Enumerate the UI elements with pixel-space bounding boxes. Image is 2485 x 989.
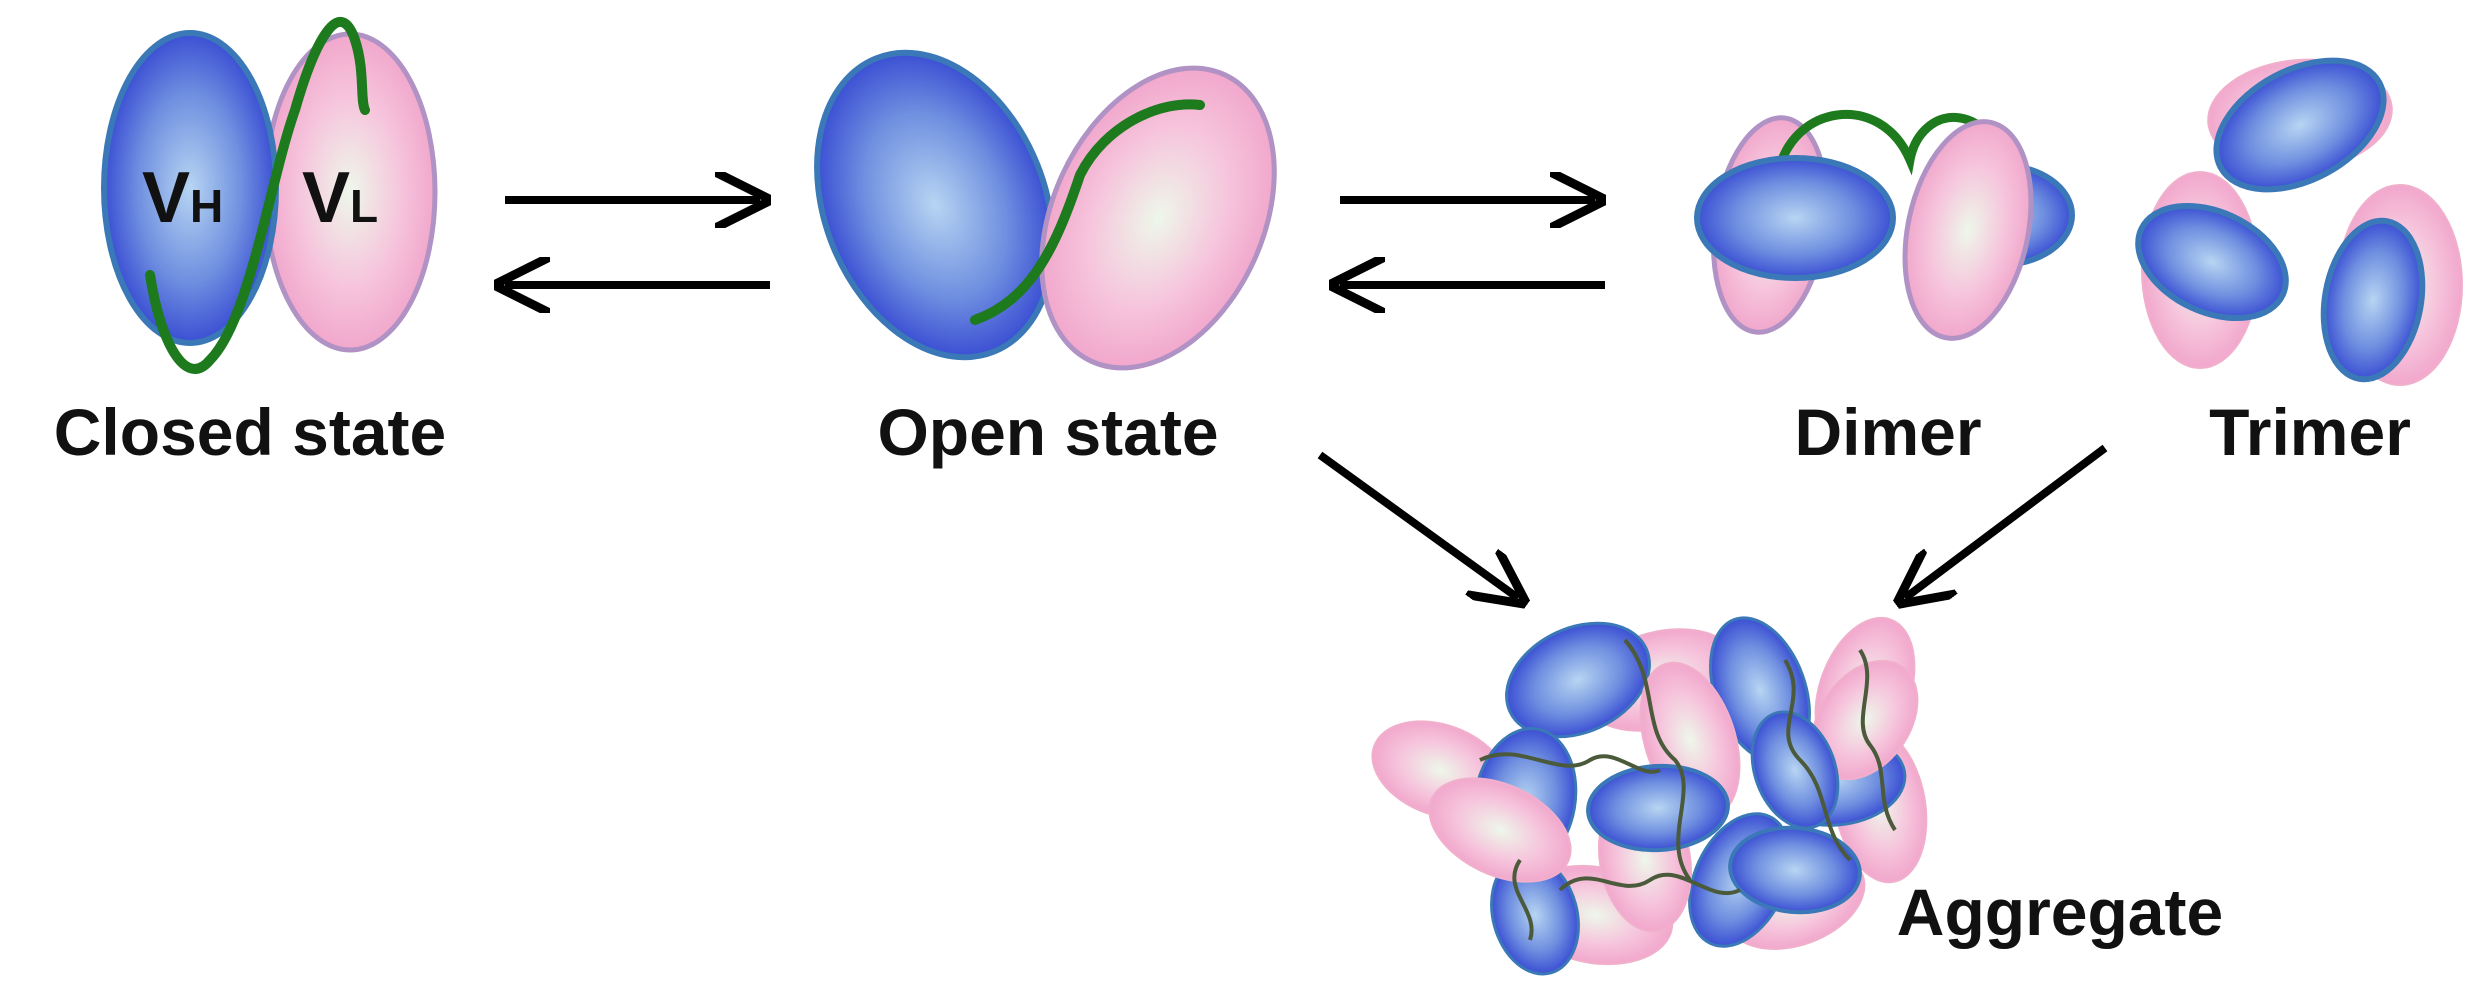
linker-chain (1623, 638, 1692, 882)
trimer-to-aggregate-arrow (1905, 444, 2108, 598)
dimer-label: Dimer (1794, 395, 1981, 469)
closed-state-label: Closed state (54, 395, 446, 469)
linker-chain (970, 99, 1205, 325)
equilibrium-arrows-1 (505, 200, 770, 285)
vl-domain (1902, 119, 2034, 341)
linker-chain (1479, 752, 1661, 774)
dimer-complex (1694, 109, 2075, 341)
vh-domain (2213, 57, 2387, 193)
vl-label: VL (302, 158, 378, 238)
vh-domain (1586, 763, 1730, 853)
linker-chain (1858, 648, 1897, 832)
vh-domain (1750, 710, 1840, 830)
linker-chain (1783, 658, 1852, 862)
trimer-label: Trimer (2209, 395, 2411, 469)
trimer-complex (2135, 57, 2463, 386)
closed-state-complex: VH VL (101, 17, 438, 374)
vh-domain (1694, 155, 1896, 281)
vh-domain (2135, 202, 2289, 322)
vh-domain (814, 49, 1056, 361)
open-to-aggregate-arrow (1317, 451, 1518, 598)
vl-domain (1428, 777, 1572, 883)
vh-domain (1505, 621, 1651, 739)
vh-domain (2320, 217, 2426, 383)
open-state-label: Open state (877, 395, 1218, 469)
linker-chain (1558, 872, 1741, 896)
linker-chain (1512, 858, 1534, 941)
aggregate-label: Aggregate (1897, 875, 2223, 949)
open-state-complex (814, 49, 1277, 371)
linker-chain (145, 17, 370, 374)
vh-label: VH (142, 158, 223, 238)
equilibrium-arrows-2 (1340, 200, 1605, 285)
aggregate-cluster (1371, 616, 1928, 976)
